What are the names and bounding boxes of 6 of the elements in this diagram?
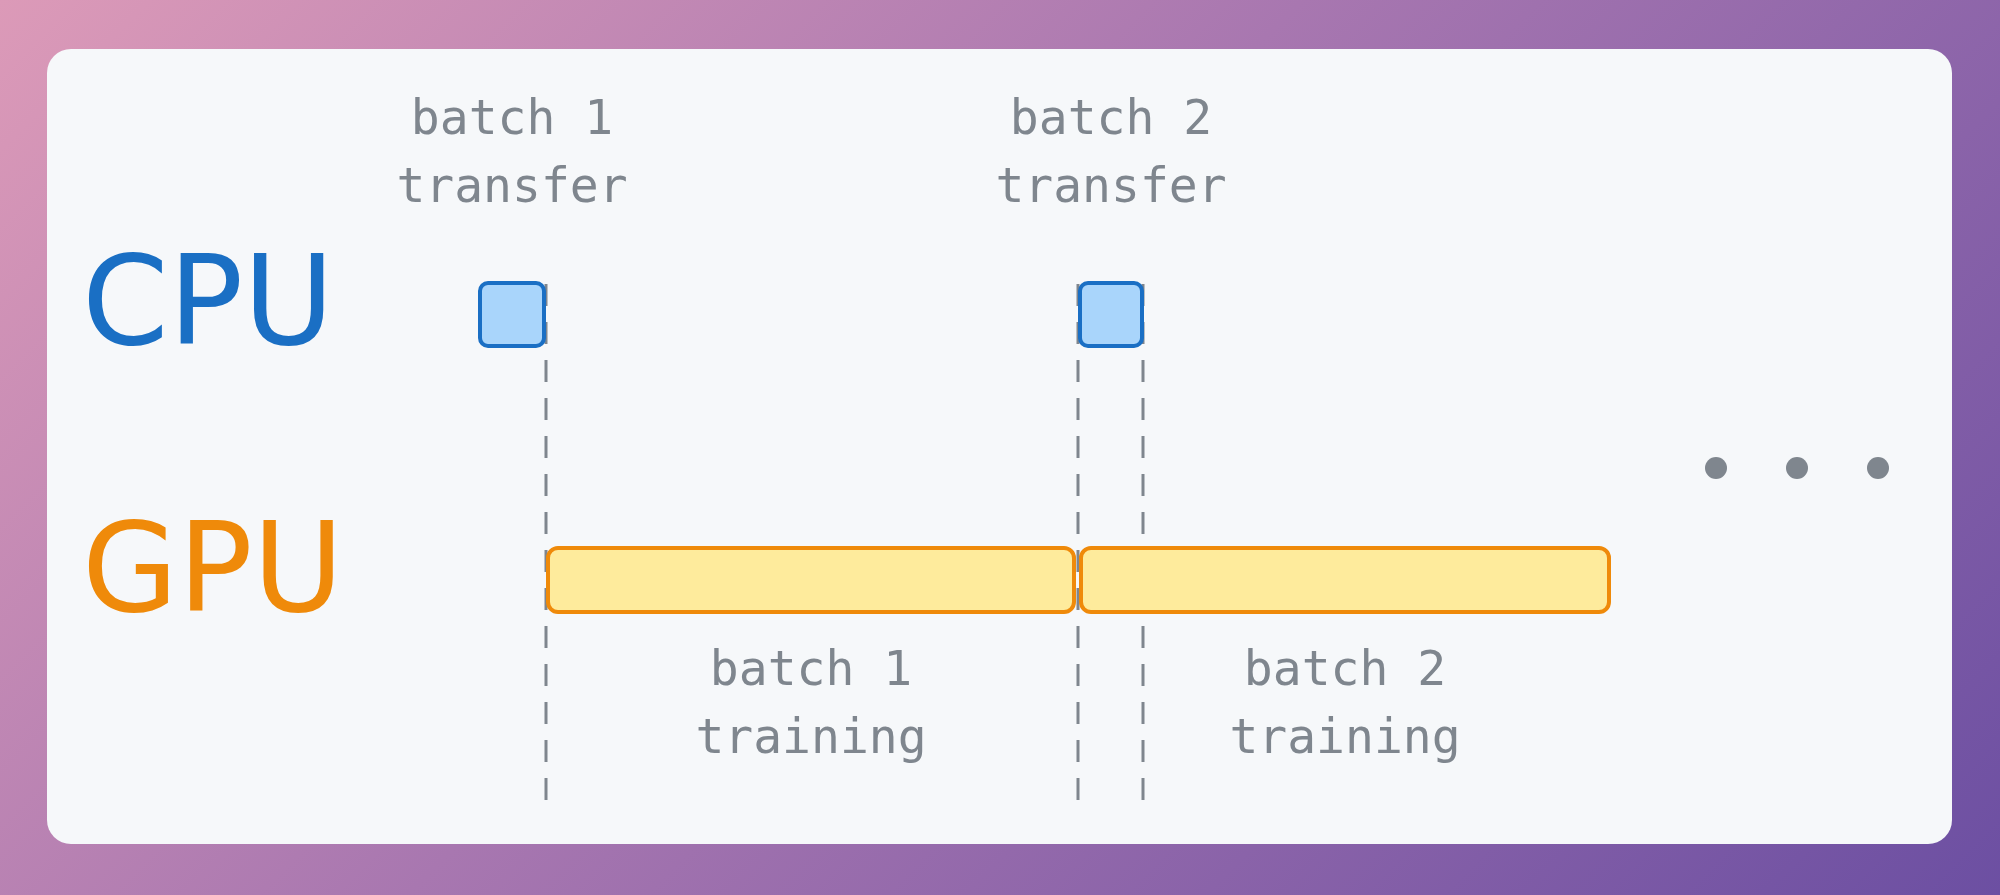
batch-label: batch 2 training — [1228, 639, 1462, 766]
batch-label: batch 2 transfer — [994, 88, 1228, 215]
batch-label: batch 1 training — [694, 639, 928, 766]
processor-label: GPU — [82, 503, 344, 633]
processor-label: CPU — [82, 236, 335, 366]
batch-label: batch 1 transfer — [395, 88, 629, 215]
